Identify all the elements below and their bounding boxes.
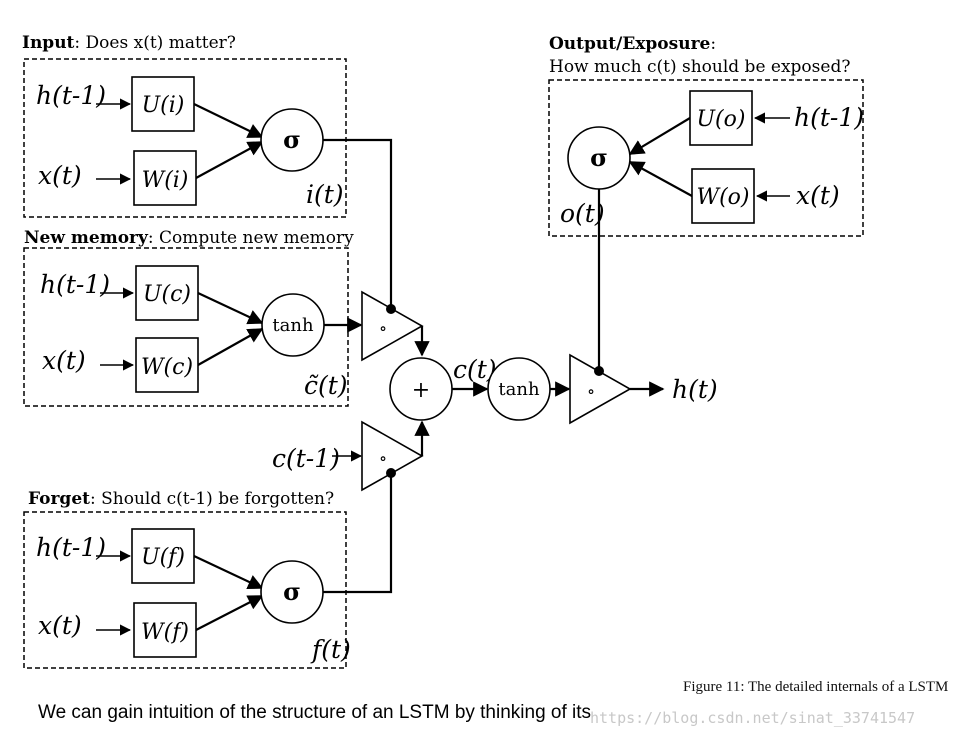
output-u-weight-box <box>689 90 753 146</box>
forget-u-weight-box <box>131 528 195 584</box>
memory-w-to-tanh <box>197 328 264 366</box>
forget-sigma-symbol: σ <box>283 577 301 606</box>
input-multiply-symbol: ∘ <box>379 319 387 339</box>
cell-core: ∘ + c(t-1) ∘ c(t) tanh ∘ h(t) <box>272 138 718 594</box>
input-w-to-sigma <box>195 141 264 179</box>
forget-gate-label: f(t) <box>310 635 351 664</box>
input-u-weight: U(i) <box>142 93 185 118</box>
input-h-prev: h(t-1) <box>36 81 106 110</box>
output-sigma-symbol: σ <box>590 143 608 172</box>
input-gate-frame <box>23 58 347 218</box>
memory-h-prev: h(t-1) <box>40 270 110 299</box>
output-u-weight: U(o) <box>697 107 746 132</box>
prev-cell-label: c(t-1) <box>272 444 340 473</box>
forget-gate-wire <box>323 473 393 594</box>
memory-heading-rest: : Compute new memory <box>148 228 354 248</box>
output-heading: Output/Exposure: <box>549 34 716 54</box>
memory-u-to-tanh <box>197 292 264 325</box>
forget-w-to-sigma <box>195 595 264 631</box>
memory-tanh-label: tanh <box>272 315 314 336</box>
forget-heading-bold: Forget <box>28 489 90 509</box>
forget-heading: Forget: Should c(t-1) be forgotten? <box>28 489 334 509</box>
input-heading-bold: Input <box>22 33 75 53</box>
forget-x-t: x(t) <box>38 611 82 640</box>
forget-h-prev: h(t-1) <box>36 533 106 562</box>
output-tanh-label: tanh <box>498 379 540 400</box>
output-gate-junction <box>594 366 604 376</box>
hidden-output-label: h(t) <box>672 375 718 404</box>
sum-symbol: + <box>412 378 430 403</box>
output-h-prev: h(t-1) <box>794 103 864 132</box>
output-heading-bold: Output/Exposure <box>549 34 711 54</box>
input-u-weight-box <box>131 76 195 132</box>
input-heading-rest: : Does x(t) matter? <box>74 33 236 53</box>
output-w-weight: W(o) <box>696 185 749 210</box>
input-gate-section: Input: Does x(t) matter? h(t-1) x(t) U(i… <box>22 33 347 218</box>
output-x-t: x(t) <box>796 181 840 210</box>
output-heading-line2: How much c(t) should be exposed? <box>549 57 850 77</box>
input-x-t: x(t) <box>38 161 82 190</box>
output-gate-section: Output/Exposure: How much c(t) should be… <box>548 34 864 237</box>
output-u-to-sigma <box>628 117 691 155</box>
forget-multiply-symbol: ∘ <box>379 449 387 469</box>
output-heading-rest: : <box>710 34 716 54</box>
memory-heading: New memory: Compute new memory <box>24 228 354 248</box>
output-gate-frame <box>548 79 864 237</box>
forget-gate-junction <box>386 468 396 478</box>
forget-w-weight: W(f) <box>141 620 189 645</box>
forget-heading-rest: : Should c(t-1) be forgotten? <box>90 489 334 509</box>
watermark: https://blog.csdn.net/sinat_33741547 <box>590 709 916 727</box>
input-heading: Input: Does x(t) matter? <box>22 33 236 53</box>
forget-gate-frame <box>23 511 347 669</box>
memory-candidate-label: c̃(t) <box>304 371 348 400</box>
forget-gate-section: Forget: Should c(t-1) be forgotten? h(t-… <box>23 489 351 669</box>
input-gate-wire <box>323 138 393 309</box>
figure-caption: Figure 11: The detailed internals of a L… <box>683 679 949 695</box>
memory-w-weight: W(c) <box>141 355 193 380</box>
input-gate-junction <box>386 304 396 314</box>
input-u-to-sigma <box>193 103 264 138</box>
output-w-weight-box <box>691 168 755 224</box>
output-gate-label: o(t) <box>560 199 605 228</box>
memory-heading-bold: New memory <box>24 228 149 248</box>
forget-w-weight-box <box>133 602 197 658</box>
input-w-weight: W(i) <box>142 168 189 193</box>
forget-u-weight: U(f) <box>141 545 185 570</box>
body-text: We can gain intuition of the structure o… <box>38 702 592 723</box>
memory-x-t: x(t) <box>42 346 86 375</box>
input-gate-label: i(t) <box>306 180 344 209</box>
output-multiply-symbol: ∘ <box>587 382 595 402</box>
memory-section: New memory: Compute new memory h(t-1) x(… <box>23 228 354 407</box>
memory-u-weight: U(c) <box>143 282 191 307</box>
output-w-to-sigma <box>628 161 693 197</box>
forget-u-to-sigma <box>193 555 264 590</box>
input-sigma-symbol: σ <box>283 125 301 154</box>
